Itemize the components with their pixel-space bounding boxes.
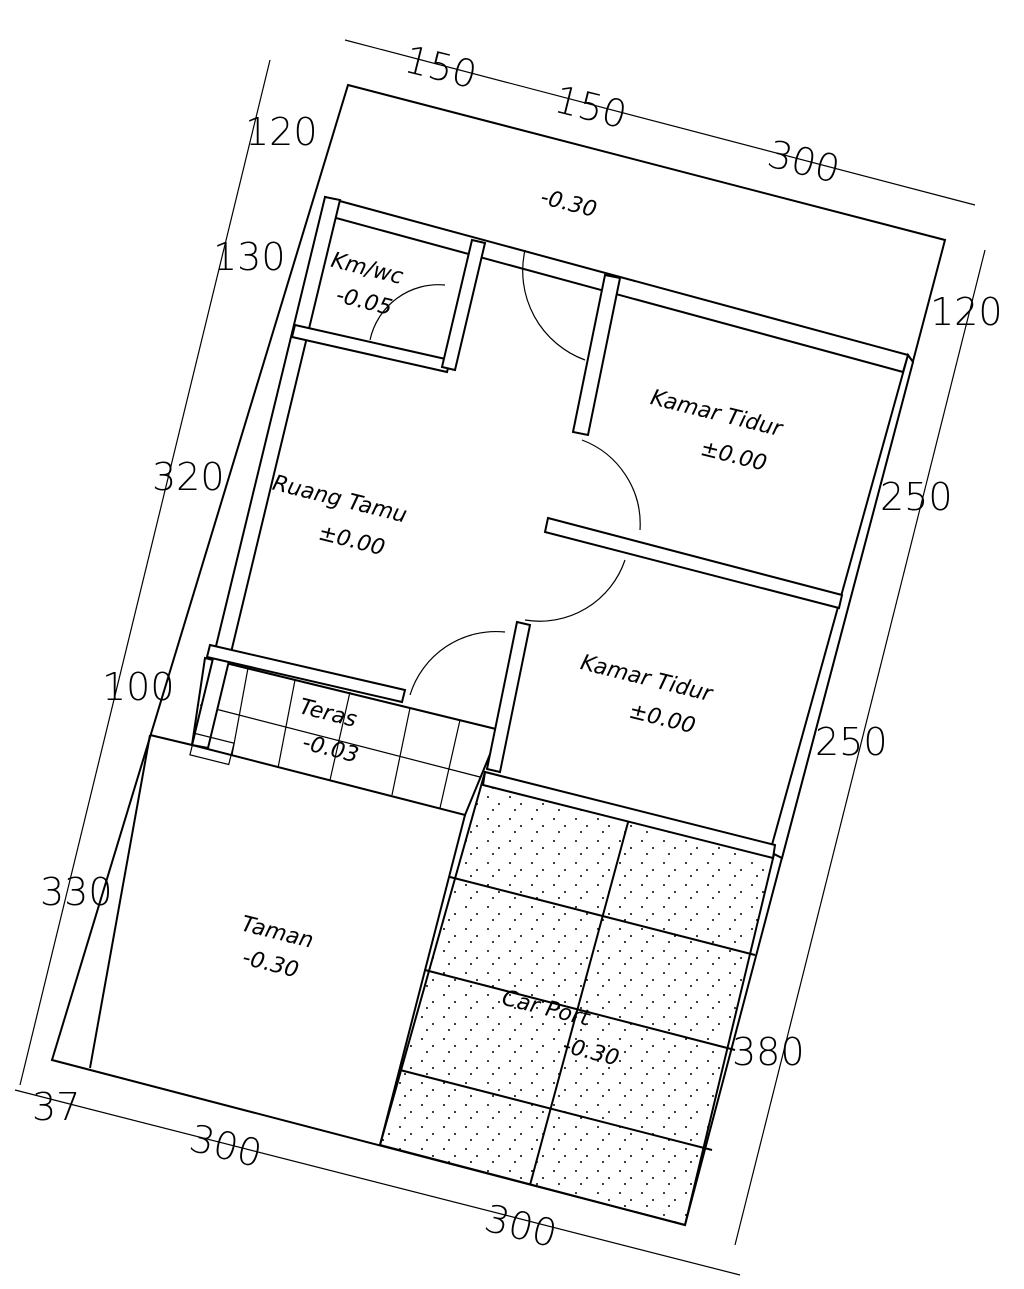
teras-level: -0.03 xyxy=(300,730,361,768)
dimension-labels: 150 150 300 120 130 320 100 330 37 120 2… xyxy=(32,37,1003,1256)
dim-left-1: 120 xyxy=(245,110,318,154)
plot-inner-line xyxy=(89,734,151,1069)
dim-left-4: 100 xyxy=(102,665,175,709)
dim-left-5: 330 xyxy=(40,870,113,914)
kamar2-level: ±0.00 xyxy=(626,699,697,740)
dim-bottom-1: 300 xyxy=(185,1116,266,1176)
door-swings xyxy=(369,249,641,696)
dim-top-3: 300 xyxy=(763,132,844,192)
carport-grid xyxy=(399,814,756,1186)
yard-level: -0.30 xyxy=(538,185,599,223)
ruang-tamu-name: Ruang Tamu xyxy=(270,471,410,529)
teras-tiles xyxy=(199,667,481,809)
dim-top-2: 150 xyxy=(550,77,631,137)
dim-right-4: 380 xyxy=(732,1030,805,1074)
kmwc-level: -0.05 xyxy=(333,283,394,321)
teras-name: Teras xyxy=(297,694,360,732)
dim-left-6: 37 xyxy=(32,1085,80,1129)
dim-bottom-2: 300 xyxy=(480,1196,561,1256)
dim-right-3: 250 xyxy=(815,720,888,764)
dimension-lines xyxy=(14,39,986,1276)
teras-edge xyxy=(149,734,193,746)
dim-left-3: 320 xyxy=(152,455,225,499)
dim-right-2: 250 xyxy=(880,475,953,519)
dim-right-1: 120 xyxy=(930,290,1003,334)
dim-left-2: 130 xyxy=(213,235,286,279)
walls xyxy=(190,195,915,860)
taman-level: -0.30 xyxy=(240,945,301,983)
taman-boundary xyxy=(379,814,466,1146)
kamar2-name: Kamar Tidur xyxy=(578,650,717,707)
ruang-tamu-level: ±0.00 xyxy=(316,521,387,562)
teras-step xyxy=(189,732,235,766)
dim-top-1: 150 xyxy=(400,37,481,97)
kamar1-name: Kamar Tidur xyxy=(648,385,787,442)
kamar1-level: ±0.00 xyxy=(698,436,769,477)
